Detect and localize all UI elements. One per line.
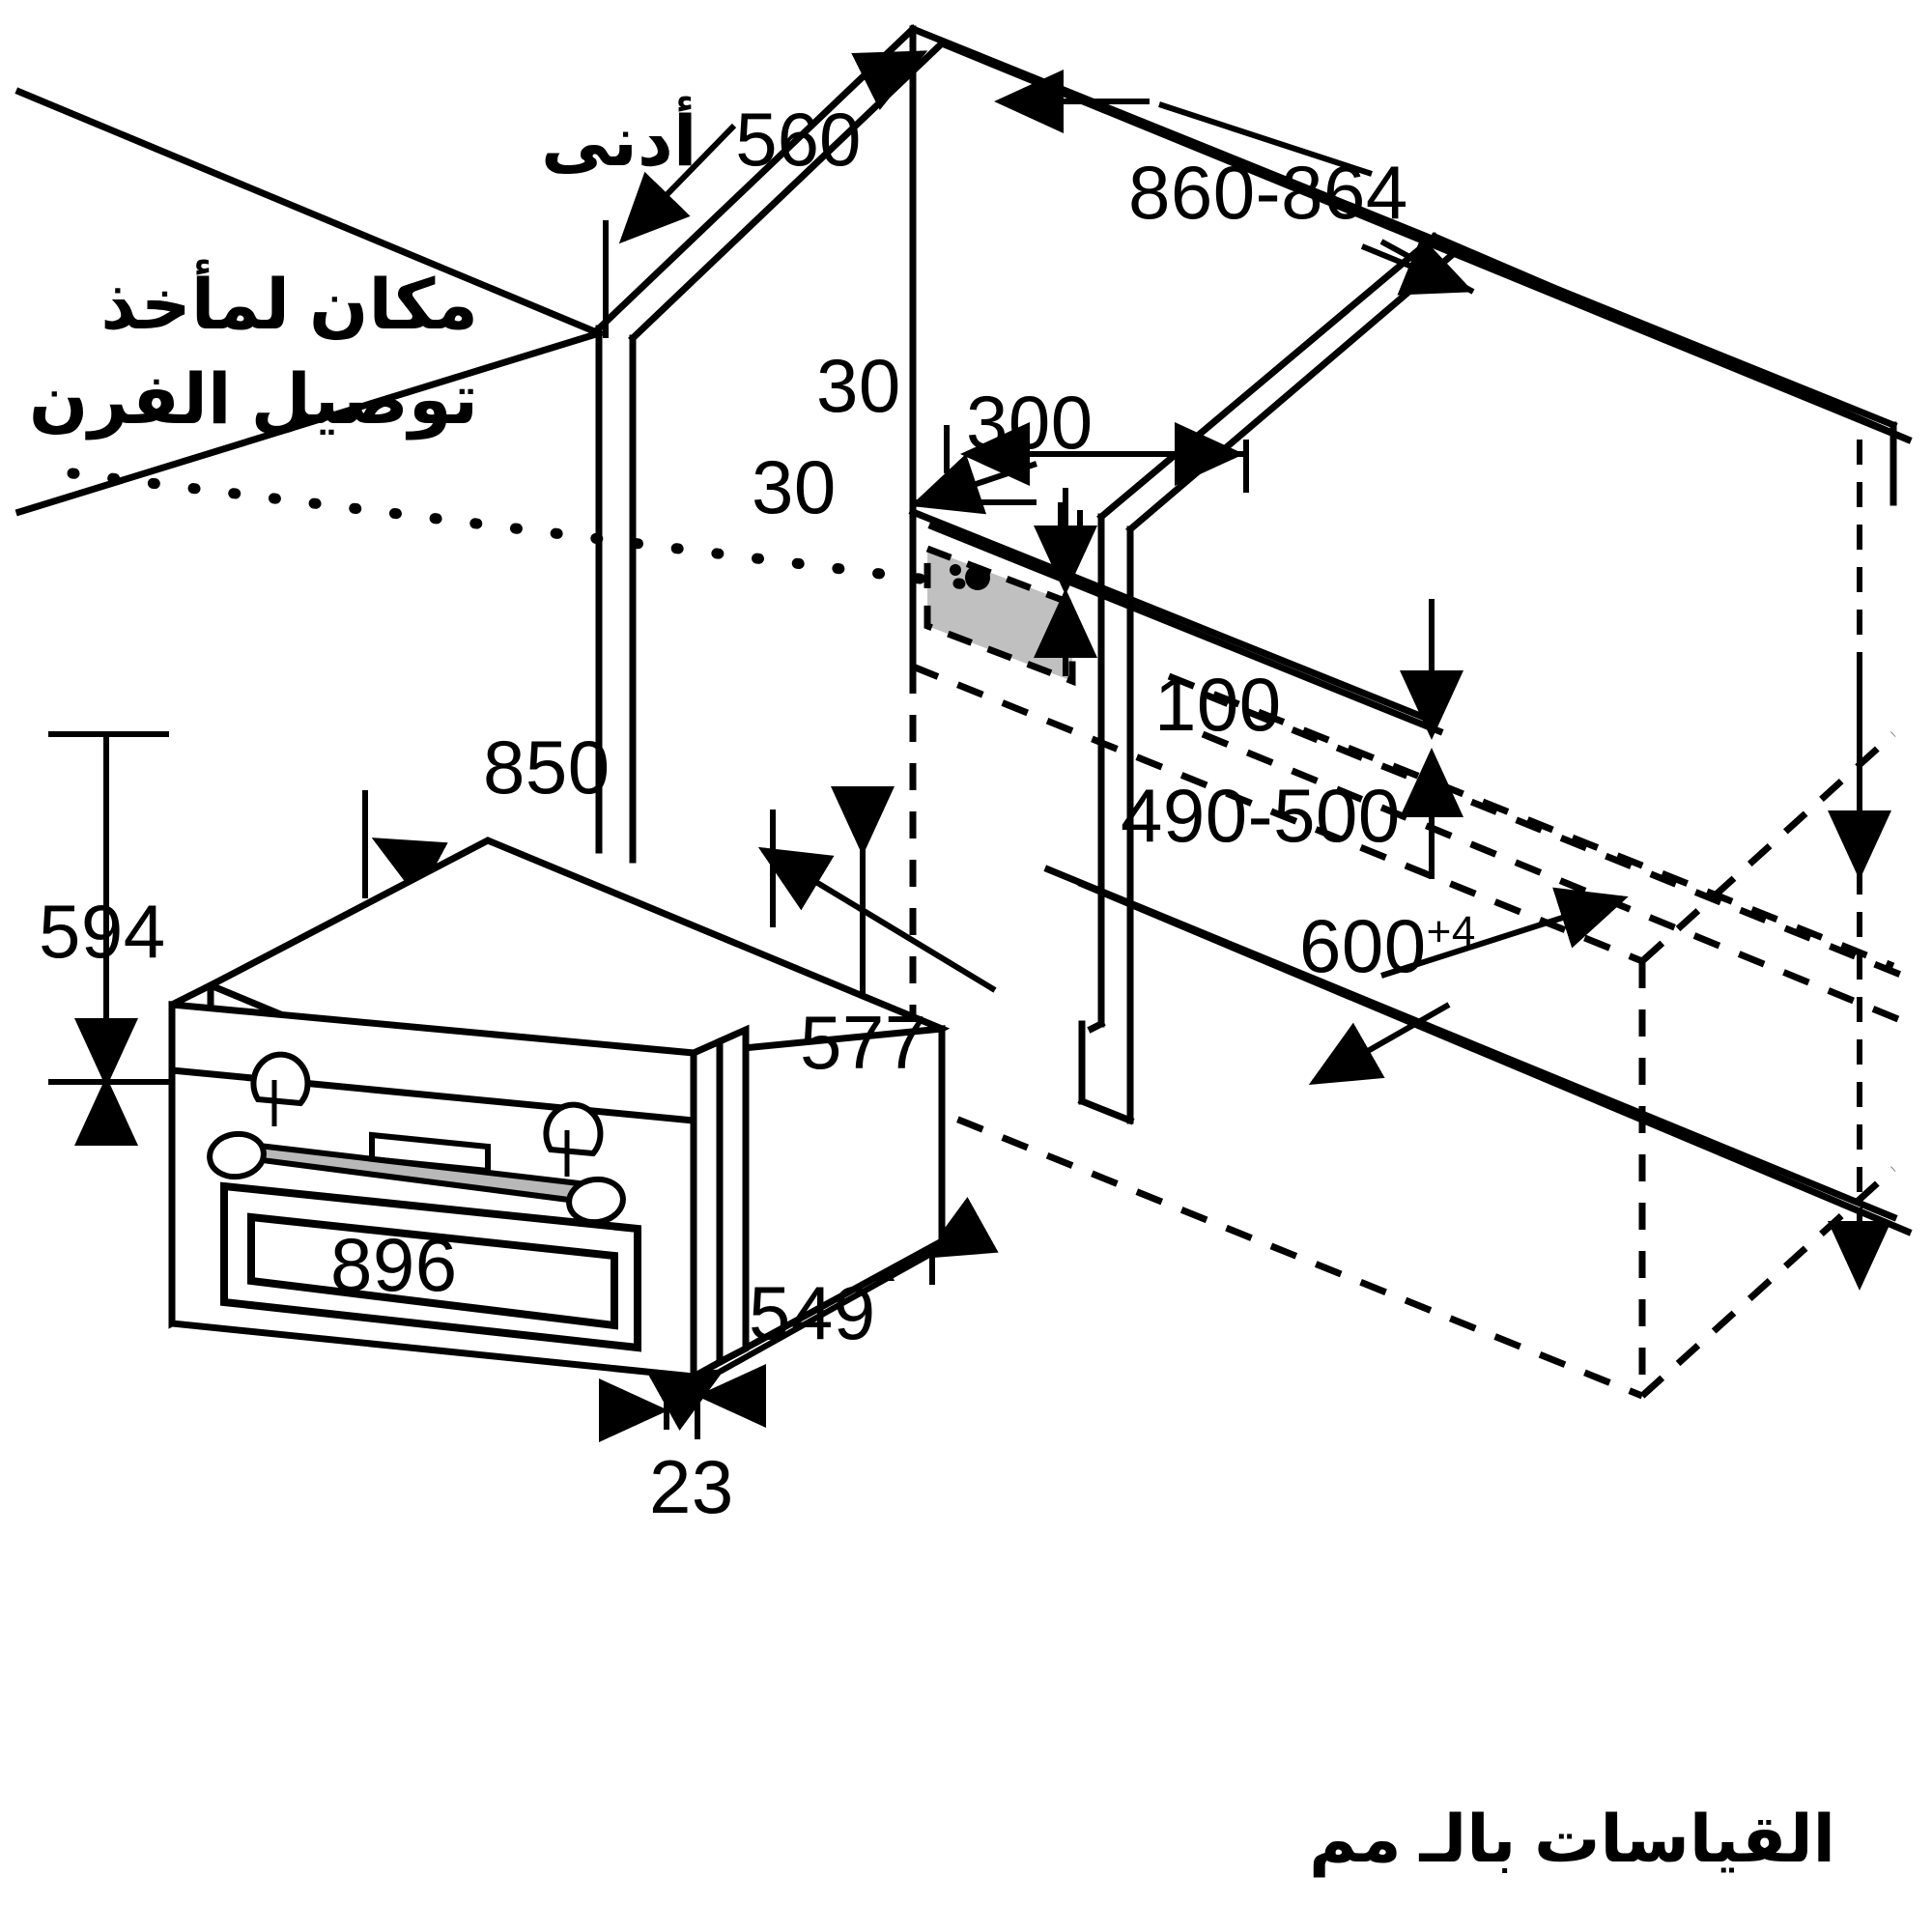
socket-note-leader	[67, 468, 972, 590]
niche-top-shelf-front-inner	[927, 522, 1444, 736]
label-100: 100	[1154, 662, 1282, 747]
label-577: 577	[800, 1000, 927, 1085]
arrow-850-right	[757, 846, 997, 993]
oven-knob-right	[543, 1101, 604, 1157]
oven-appliance	[168, 837, 951, 1382]
label-600-plus-4: 600+4	[1299, 908, 1476, 983]
arrow-549-right	[718, 1197, 999, 1375]
label-600-value: 600	[1299, 903, 1427, 988]
label-490-500: 490-500	[1121, 773, 1401, 858]
label-300: 300	[966, 380, 1094, 465]
hidden-niche-top-back	[911, 663, 1644, 965]
oven-door-glass-inner	[247, 1212, 618, 1330]
socket-note-line-1: مكان لمأخذ	[100, 267, 478, 344]
label-896: 896	[330, 1222, 458, 1307]
ext-860-lower	[1379, 239, 1475, 295]
cabinet-top-panel-left-inner	[628, 39, 947, 343]
arrow-30-top	[910, 453, 1037, 515]
socket-note-line-2: توصيل الفرن	[28, 361, 478, 439]
oven-handle-end-left	[207, 1130, 267, 1180]
hidden-niche-upper-depth-line	[1167, 672, 1895, 970]
cabinet-top-left-edge	[14, 87, 604, 338]
arrow-490-500-upper	[1380, 887, 1629, 979]
oven-knob-left	[250, 1051, 311, 1107]
socket-hole-large	[965, 565, 990, 590]
cabinet-right-panel-top	[1096, 232, 1439, 522]
label-549: 549	[749, 1270, 876, 1355]
label-30-side: 30	[752, 444, 837, 529]
cabinet-right-panel-bottom-edge	[1077, 1096, 1135, 1125]
socket-hole-small	[950, 564, 961, 576]
label-860-864: 860-864	[1128, 150, 1408, 235]
ext-860-upper	[1158, 101, 1373, 177]
hidden-niche-bottom-back	[911, 1097, 1644, 1400]
oven-door-bezel	[690, 1036, 724, 1382]
cabinet-bottom-shelf-front-inner	[1077, 879, 1913, 1236]
units-caption: القياسات بالـ مم	[1309, 1803, 1835, 1876]
label-850: 850	[483, 724, 611, 810]
hidden-niche-back-right-diag	[1639, 731, 1896, 964]
arrow-560-left	[618, 123, 737, 244]
arrow-490-500-lower	[1308, 1002, 1451, 1085]
label-560-value: 560	[735, 97, 862, 182]
cabinet-right-panel-back-top	[1430, 232, 1913, 444]
niche-top-shelf-front	[908, 507, 1435, 724]
cabinet-right-panel-top-inner	[1125, 244, 1463, 534]
oven-door-bezel-2	[716, 1024, 750, 1368]
hidden-niche-upper-depth-line2	[1201, 690, 1910, 981]
niche-hidden-lines	[909, 663, 1910, 1400]
label-600-tolerance: +4	[1426, 908, 1476, 955]
label-560-min: 560 أدنى	[541, 101, 861, 177]
hidden-niche-back-right-diag-lower	[1639, 1166, 1896, 1399]
cabinet-right-panel-bottom-notch	[1087, 1019, 1106, 1034]
label-594: 594	[39, 889, 166, 974]
label-23: 23	[649, 1444, 734, 1529]
label-min-word: أدنى	[541, 103, 697, 181]
label-30-top: 30	[816, 343, 901, 428]
socket-zone-outline	[923, 543, 1076, 687]
